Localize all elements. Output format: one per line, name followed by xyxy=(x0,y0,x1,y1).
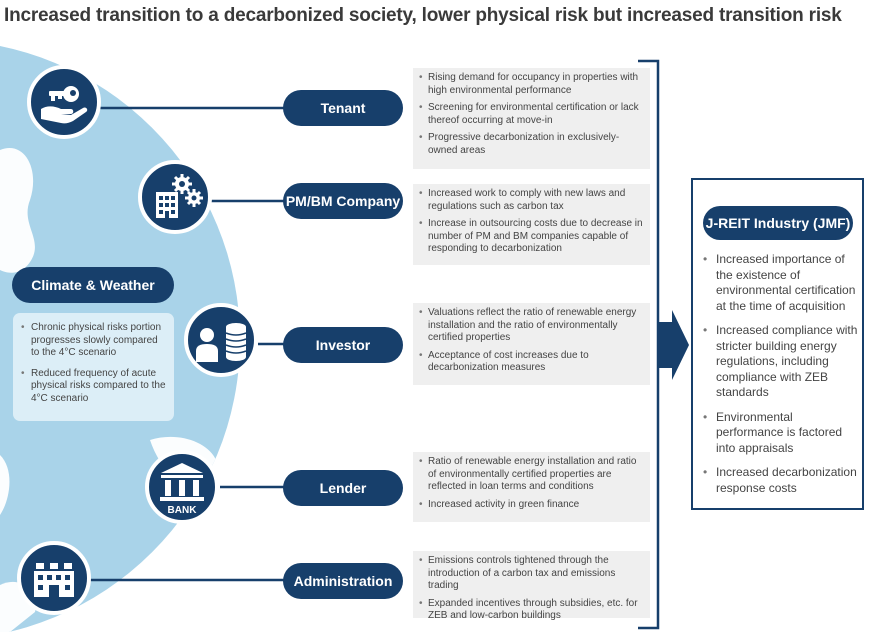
jreit-label: J-REIT Industry (JMF) xyxy=(703,206,853,240)
flow-arrow xyxy=(658,310,689,380)
bank-icon: BANK xyxy=(145,450,219,524)
jreit-panel: J-REIT Industry (JMF) Increased importan… xyxy=(691,178,864,510)
climate-panel: Chronic physical risks portion progresse… xyxy=(13,313,174,421)
list-item: Acceptance of cost increases due to deca… xyxy=(419,350,644,375)
tenant-details: Rising demand for occupancy in propertie… xyxy=(413,68,650,169)
jreit-item: Increased importance of the existence of… xyxy=(703,252,858,314)
list-item: Expanded incentives through subsidies, e… xyxy=(419,598,644,623)
pill-tenant: Tenant xyxy=(283,90,403,126)
list-item: Increased activity in green finance xyxy=(419,499,644,512)
list-item: Emissions controls tightened through the… xyxy=(419,555,644,593)
pill-investor: Investor xyxy=(283,327,403,363)
connector-lines xyxy=(85,106,290,582)
bank-icon-text: BANK xyxy=(168,505,198,516)
building-gears-icon xyxy=(138,160,212,234)
climate-item: Reduced frequency of acute physical risk… xyxy=(21,368,168,406)
investor-details: Valuations reflect the ratio of renewabl… xyxy=(413,303,650,385)
investor-coins-icon xyxy=(184,303,258,377)
pm-bm-company-details: Increased work to comply with new laws a… xyxy=(413,184,650,265)
jreit-item: Increased decarbonization response costs xyxy=(703,465,858,496)
lender-details: Ratio of renewable energy installation a… xyxy=(413,452,650,522)
administration-details: Emissions controls tightened through the… xyxy=(413,551,650,621)
key-hand-icon xyxy=(27,65,101,139)
climate-item: Chronic physical risks portion progresse… xyxy=(21,322,168,360)
list-item: Ratio of renewable energy installation a… xyxy=(419,456,644,494)
pill-pm-bm-company: PM/BM Company xyxy=(283,183,403,219)
list-item: Screening for environmental certificatio… xyxy=(419,102,644,127)
pill-lender: Lender xyxy=(283,470,403,506)
list-item: Increase in outsourcing costs due to dec… xyxy=(419,218,644,256)
jreit-item: Environmental performance is factored in… xyxy=(703,410,858,457)
page-title: Increased transition to a decarbonized s… xyxy=(4,5,842,26)
list-item: Valuations reflect the ratio of renewabl… xyxy=(419,307,644,345)
list-item: Increased work to comply with new laws a… xyxy=(419,188,644,213)
pill-administration: Administration xyxy=(283,563,403,599)
climate-weather-label: Climate & Weather xyxy=(12,267,174,303)
jreit-item: Increased compliance with stricter build… xyxy=(703,323,858,401)
list-item: Progressive decarbonization in exclusive… xyxy=(419,132,644,157)
government-building-icon xyxy=(17,541,91,615)
list-item: Rising demand for occupancy in propertie… xyxy=(419,72,644,97)
